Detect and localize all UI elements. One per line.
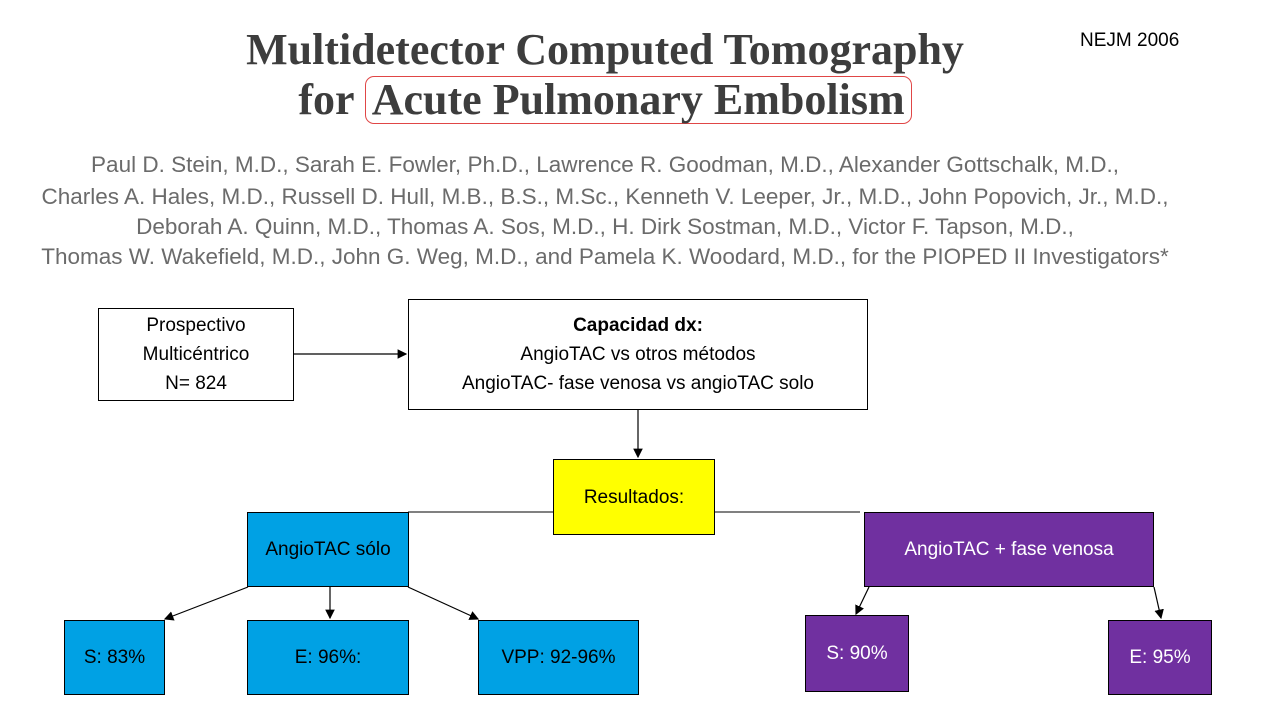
- solo-specificity-value: E: 96%:: [294, 647, 362, 668]
- journal-label: NEJM 2006: [1080, 30, 1180, 51]
- results-label: Resultados:: [583, 486, 685, 508]
- venous-sensitivity-box: S: 90%: [805, 615, 909, 692]
- angiotac-solo-label: AngioTAC sólo: [265, 539, 391, 560]
- solo-ppv-box: VPP: 92-96%: [478, 620, 639, 695]
- arrow-right-to-e: [1153, 586, 1164, 620]
- venous-specificity-box: E: 95%: [1108, 620, 1212, 695]
- design-box: Prospectivo Multicéntrico N= 824: [98, 308, 294, 401]
- design-line-1: Prospectivo: [146, 315, 246, 336]
- arrow-left-to-vpp: [407, 586, 480, 620]
- arrow-left-to-s: [163, 586, 249, 621]
- capacity-heading: Capacidad dx:: [573, 315, 703, 336]
- article-title-line2: for Acute Pulmonary Embolism: [0, 76, 1210, 124]
- title-highlight: Acute Pulmonary Embolism: [364, 76, 912, 124]
- authors-line-3: Deborah A. Quinn, M.D., Thomas A. Sos, M…: [136, 214, 1074, 239]
- authors-line-2: Charles A. Hales, M.D., Russell D. Hull,…: [41, 184, 1169, 209]
- venous-specificity-value: E: 95%: [1129, 647, 1191, 668]
- capacity-line-2: AngioTAC- fase venosa vs angioTAC solo: [461, 373, 815, 394]
- solo-sensitivity-value: S: 83%: [83, 647, 146, 668]
- authors-line-4: Thomas W. Wakefield, M.D., John G. Weg, …: [41, 244, 1169, 269]
- results-box: Resultados:: [553, 459, 715, 535]
- solo-ppv-value: VPP: 92-96%: [501, 647, 616, 668]
- venous-sensitivity-value: S: 90%: [826, 643, 888, 664]
- solo-sensitivity-box: S: 83%: [64, 620, 165, 695]
- angiotac-venous-box: AngioTAC + fase venosa: [864, 512, 1154, 587]
- article-title-line1: Multidetector Computed Tomography: [246, 25, 964, 74]
- angiotac-venous-label: AngioTAC + fase venosa: [904, 539, 1114, 560]
- capacity-box: Capacidad dx: AngioTAC vs otros métodos …: [408, 299, 868, 410]
- design-line-2: Multicéntrico: [142, 344, 250, 365]
- solo-specificity-box: E: 96%:: [247, 620, 409, 695]
- capacity-line-1: AngioTAC vs otros métodos: [520, 344, 756, 365]
- arrow-right-to-s: [855, 586, 870, 616]
- design-line-3: N= 824: [165, 373, 227, 394]
- angiotac-solo-box: AngioTAC sólo: [247, 512, 409, 587]
- authors-line-1: Paul D. Stein, M.D., Sarah E. Fowler, Ph…: [91, 152, 1119, 177]
- title-prefix: for: [298, 75, 354, 124]
